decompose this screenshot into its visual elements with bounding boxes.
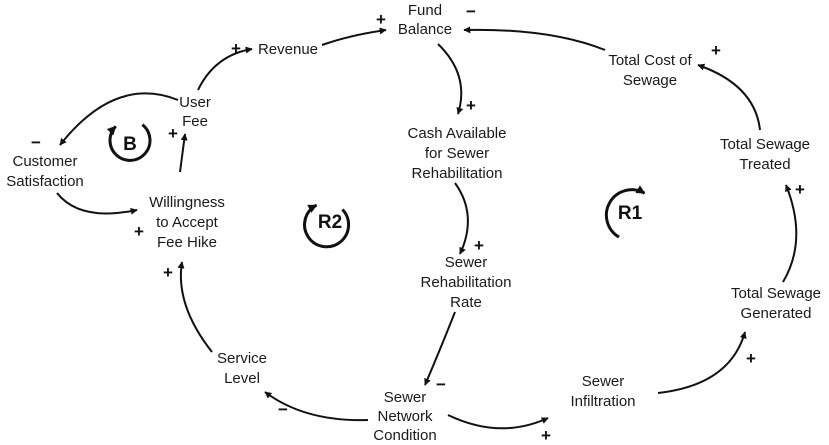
svg-text:Fee Hike: Fee Hike xyxy=(157,234,217,251)
svg-text:to Accept: to Accept xyxy=(156,214,219,231)
edge-customer-satisfaction-to-willingness xyxy=(56,192,138,215)
edge-service-level-to-willingness xyxy=(177,261,213,353)
node-customer-satisfaction: Customer Satisfaction xyxy=(6,153,84,190)
polarity-generated-to-treated: + xyxy=(795,180,805,199)
edge-rehab-rate-to-network-condition xyxy=(424,311,456,386)
loop-r1-circular-arrow-icon xyxy=(604,185,646,239)
svg-text:Total Sewage: Total Sewage xyxy=(720,136,810,153)
node-service-level: Service Level xyxy=(217,350,267,387)
loop-r2-circular-arrow-icon xyxy=(303,203,350,249)
svg-text:Total Sewage: Total Sewage xyxy=(731,285,821,302)
svg-text:Satisfaction: Satisfaction xyxy=(6,173,84,190)
polarity-condition-to-service: − xyxy=(278,400,288,419)
svg-text:Generated: Generated xyxy=(741,305,812,322)
edge-fund-balance-to-cash-available xyxy=(437,43,464,115)
svg-text:Customer: Customer xyxy=(12,153,77,170)
svg-text:Balance: Balance xyxy=(398,21,452,38)
node-fund-balance: Fund Balance xyxy=(398,2,452,38)
svg-text:Service: Service xyxy=(217,350,267,367)
edge-total-cost-to-fund-balance xyxy=(463,26,606,51)
node-sewer-network-condition: Sewer Network Condition xyxy=(373,389,436,444)
polarity-cash-to-rehab: + xyxy=(474,236,484,255)
loop-label-r1: R1 xyxy=(618,203,643,224)
polarity-infiltration-to-generated: + xyxy=(746,349,756,368)
svg-text:User: User xyxy=(179,94,211,111)
svg-text:Sewage: Sewage xyxy=(623,72,677,89)
svg-text:Rate: Rate xyxy=(450,294,482,311)
node-user-fee: User Fee xyxy=(179,94,211,130)
svg-text:Condition: Condition xyxy=(373,427,436,444)
svg-text:Rehabilitation: Rehabilitation xyxy=(412,165,503,182)
svg-text:Fee: Fee xyxy=(182,113,208,130)
node-sewer-rehabilitation-rate: Sewer Rehabilitation Rate xyxy=(421,254,512,311)
svg-text:Level: Level xyxy=(224,370,260,387)
svg-text:Fund: Fund xyxy=(408,2,442,19)
edge-infiltration-to-total-generated xyxy=(657,331,747,394)
svg-text:Sewer: Sewer xyxy=(582,373,625,390)
svg-text:Sewer: Sewer xyxy=(445,254,488,271)
polarity-fund-to-cash: + xyxy=(466,96,476,115)
edge-revenue-to-fund-balance xyxy=(321,27,387,46)
svg-text:Total Cost of: Total Cost of xyxy=(608,52,692,69)
polarity-fee-to-revenue: + xyxy=(231,39,241,58)
edge-willingness-to-user-fee xyxy=(179,133,188,173)
node-sewer-infiltration: Sewer Infiltration xyxy=(570,373,635,410)
svg-text:Revenue: Revenue xyxy=(258,41,318,58)
edge-total-generated-to-total-treated xyxy=(782,184,798,283)
node-total-sewage-generated: Total Sewage Generated xyxy=(731,285,821,322)
edge-user-fee-to-revenue xyxy=(197,46,253,91)
loop-label-b: B xyxy=(123,134,137,155)
node-revenue: Revenue xyxy=(258,41,318,58)
svg-text:Infiltration: Infiltration xyxy=(570,393,635,410)
polarity-fee-to-satisfaction: − xyxy=(31,133,41,152)
svg-text:Rehabilitation: Rehabilitation xyxy=(421,274,512,291)
edge-network-condition-to-service-level xyxy=(264,391,369,422)
svg-text:Willingness: Willingness xyxy=(149,194,225,211)
polarity-satisfaction-to-willingness: + xyxy=(134,222,144,241)
svg-text:Cash Available: Cash Available xyxy=(408,125,507,142)
edge-total-treated-to-total-cost xyxy=(697,63,761,131)
edge-cash-available-to-rehab-rate xyxy=(454,182,469,255)
polarity-cost-to-fund: − xyxy=(466,2,476,21)
polarity-service-to-willingness: + xyxy=(163,263,173,282)
edge-user-fee-to-customer-satisfaction xyxy=(59,92,179,146)
node-total-cost-of-sewage: Total Cost of Sewage xyxy=(608,52,692,89)
node-total-sewage-treated: Total Sewage Treated xyxy=(720,136,810,173)
node-willingness-to-accept-fee-hike: Willingness to Accept Fee Hike xyxy=(149,194,225,251)
svg-text:Network: Network xyxy=(377,408,433,425)
polarity-condition-to-infiltration: + xyxy=(541,426,551,445)
polarity-rehab-to-condition: − xyxy=(436,375,446,394)
loop-b-circular-arrow-icon xyxy=(106,123,152,162)
node-cash-available-for-sewer-rehabilitation: Cash Available for Sewer Rehabilitation xyxy=(408,125,507,182)
loop-label-r2: R2 xyxy=(318,212,342,233)
edge-network-condition-to-infiltration xyxy=(447,414,549,430)
svg-text:for Sewer: for Sewer xyxy=(425,145,489,162)
polarity-revenue-to-fund: + xyxy=(376,10,386,29)
svg-text:Treated: Treated xyxy=(739,156,790,173)
svg-text:Sewer: Sewer xyxy=(384,389,427,406)
polarity-willingness-to-fee: + xyxy=(168,124,178,143)
polarity-treated-to-cost: + xyxy=(711,41,721,60)
